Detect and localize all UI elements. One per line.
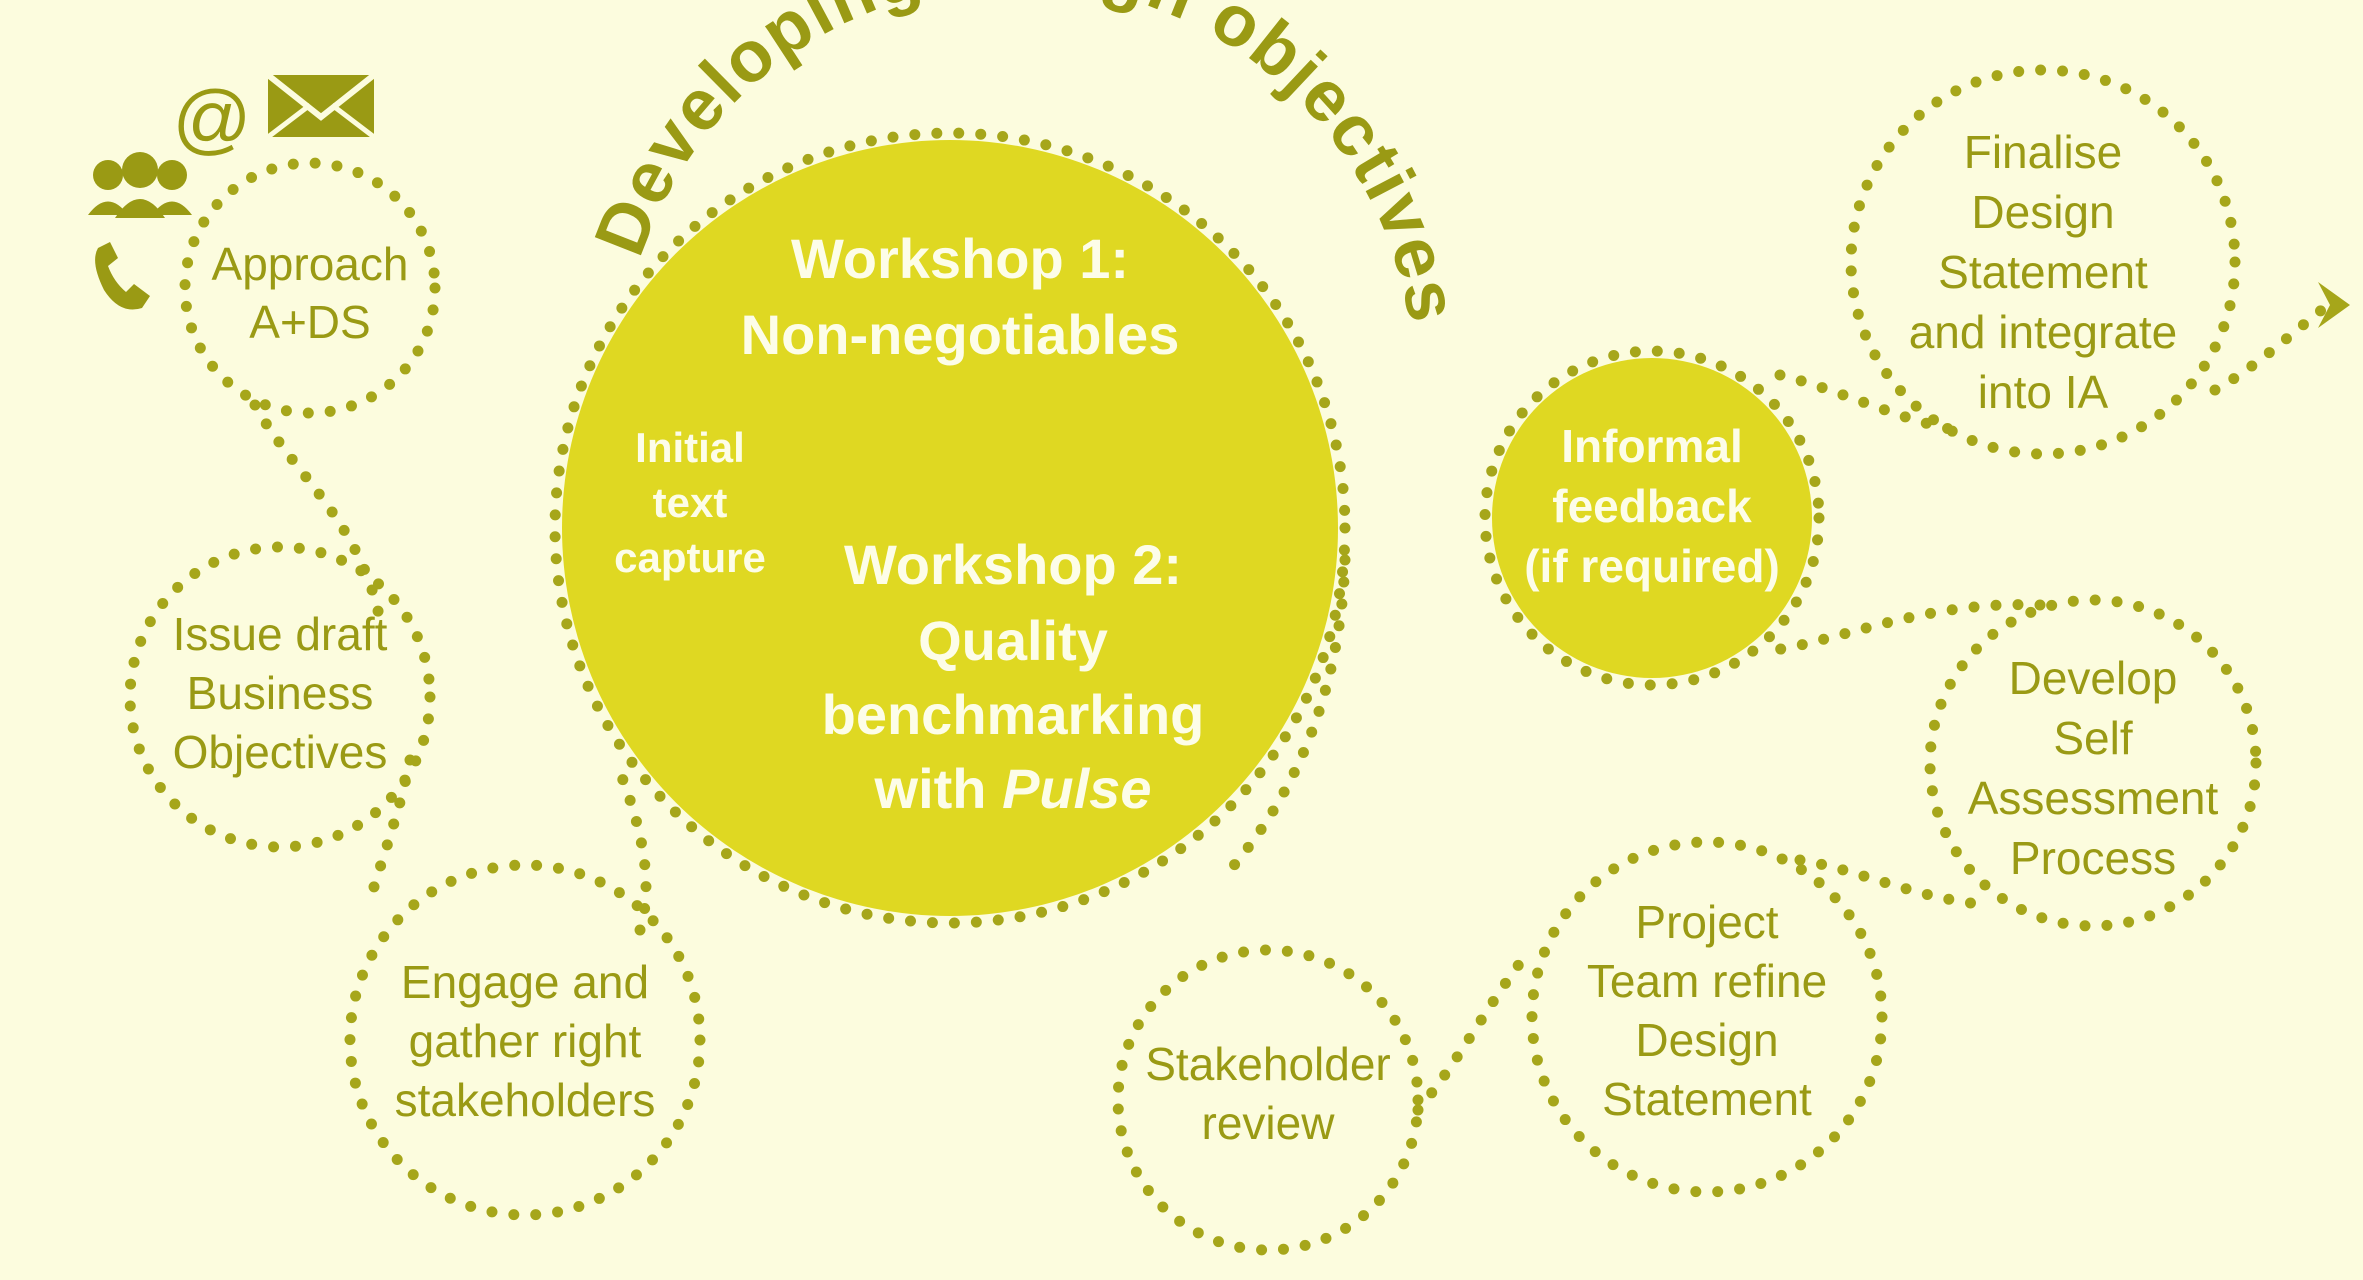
workshop2-line-3: benchmarking: [822, 683, 1205, 746]
issue-draft-line-3: Objectives: [173, 726, 388, 778]
workshop-circle-outline: [549, 127, 1351, 929]
finalise-line-1: Finalise: [1964, 126, 2123, 178]
connector-finalise-out: [2209, 294, 2341, 396]
finalise-line-3: Statement: [1938, 246, 2148, 298]
finalise-line-4: and integrate: [1909, 306, 2178, 358]
email-icon: [266, 72, 376, 139]
engage-circle: [344, 859, 706, 1221]
develop-self-line-1: Develop: [2009, 652, 2178, 704]
informal-line-3: (if required): [1524, 540, 1780, 592]
develop-self-line-3: Assessment: [1968, 772, 2219, 824]
approach-circle: [179, 157, 441, 419]
finalise-circle: [1845, 64, 2241, 460]
stakeholder-review-label: Stakeholder review: [1145, 1038, 1391, 1149]
initial-capture-label: Initial text capture: [614, 424, 766, 581]
informal-line-1: Informal: [1561, 420, 1742, 472]
engage-line-2: gather right: [409, 1015, 642, 1067]
connector-develop-informal: [1769, 599, 2046, 656]
informal-line-2: feedback: [1552, 480, 1752, 532]
initial-capture-line-1: Initial: [635, 424, 745, 471]
develop-self-circle: [1924, 594, 2262, 932]
approach-line-1: Approach: [212, 238, 409, 290]
develop-self-line-4: Process: [2010, 832, 2176, 884]
people-icon: [88, 152, 192, 218]
initial-capture-line-3: capture: [614, 534, 766, 581]
connector-informal-finalise: [1774, 369, 1961, 436]
project-team-line-1: Project: [1635, 896, 1778, 948]
approach-label: Approach A+DS: [212, 238, 409, 348]
connector-approach-issue: [249, 399, 386, 626]
project-team-line-3: Design: [1635, 1014, 1778, 1066]
finalise-label: Finalise Design Statement and integrate …: [1909, 126, 2178, 418]
develop-self-label: Develop Self Assessment Process: [1968, 652, 2219, 884]
issue-draft-label: Issue draft Business Objectives: [173, 608, 388, 778]
workshop1-label: Workshop 1: Non-negotiables: [741, 227, 1180, 366]
connector-engage-workshop: [609, 754, 652, 936]
connector-project-develop: [1794, 854, 1996, 911]
initial-capture-line-2: text: [653, 479, 728, 526]
stakeholder-review-line-2: review: [1202, 1097, 1336, 1149]
at-sign-icon: @: [172, 74, 251, 162]
project-team-line-4: Statement: [1602, 1073, 1812, 1125]
informal-feedback-label: Informal feedback (if required): [1524, 420, 1780, 592]
phone-icon: [95, 242, 150, 310]
workshop2-line-4: with Pulse: [874, 757, 1152, 820]
engage-label: Engage and gather right stakeholders: [395, 956, 656, 1126]
workshop2-line-2: Quality: [918, 609, 1108, 672]
project-team-circle: [1526, 836, 1888, 1198]
issue-draft-line-2: Business: [187, 667, 374, 719]
issue-draft-circle: [124, 541, 436, 853]
engage-line-3: stakeholders: [395, 1074, 656, 1126]
finalise-line-2: Design: [1971, 186, 2114, 238]
workshop2-label: Workshop 2: Quality benchmarking with Pu…: [822, 533, 1205, 820]
develop-self-line-2: Self: [2053, 712, 2132, 764]
workshop2-pulse: Pulse: [1002, 757, 1151, 820]
project-team-line-2: Team refine: [1587, 955, 1827, 1007]
engage-line-1: Engage and: [401, 956, 649, 1008]
workshop2-with: with: [874, 757, 1003, 820]
approach-line-2: A+DS: [249, 296, 370, 348]
workshop1-line-1: Workshop 1:: [791, 227, 1129, 290]
informal-feedback-circle: [1492, 358, 1812, 678]
workshop1-line-2: Non-negotiables: [741, 303, 1180, 366]
workshop-circle: [562, 140, 1338, 916]
stakeholder-review-circle: [1112, 944, 1424, 1256]
connector-paths: [249, 294, 2341, 1116]
arrow-right-icon: [2318, 282, 2350, 328]
informal-feedback-outline: [1479, 345, 1825, 691]
finalise-line-5: into IA: [1978, 366, 2109, 418]
workshop2-line-1: Workshop 2:: [844, 533, 1182, 596]
issue-draft-line-1: Issue draft: [173, 608, 388, 660]
connector-review-project: [1412, 944, 1536, 1116]
project-team-label: Project Team refine Design Statement: [1587, 896, 1827, 1125]
stakeholder-review-line-1: Stakeholder: [1145, 1038, 1391, 1090]
